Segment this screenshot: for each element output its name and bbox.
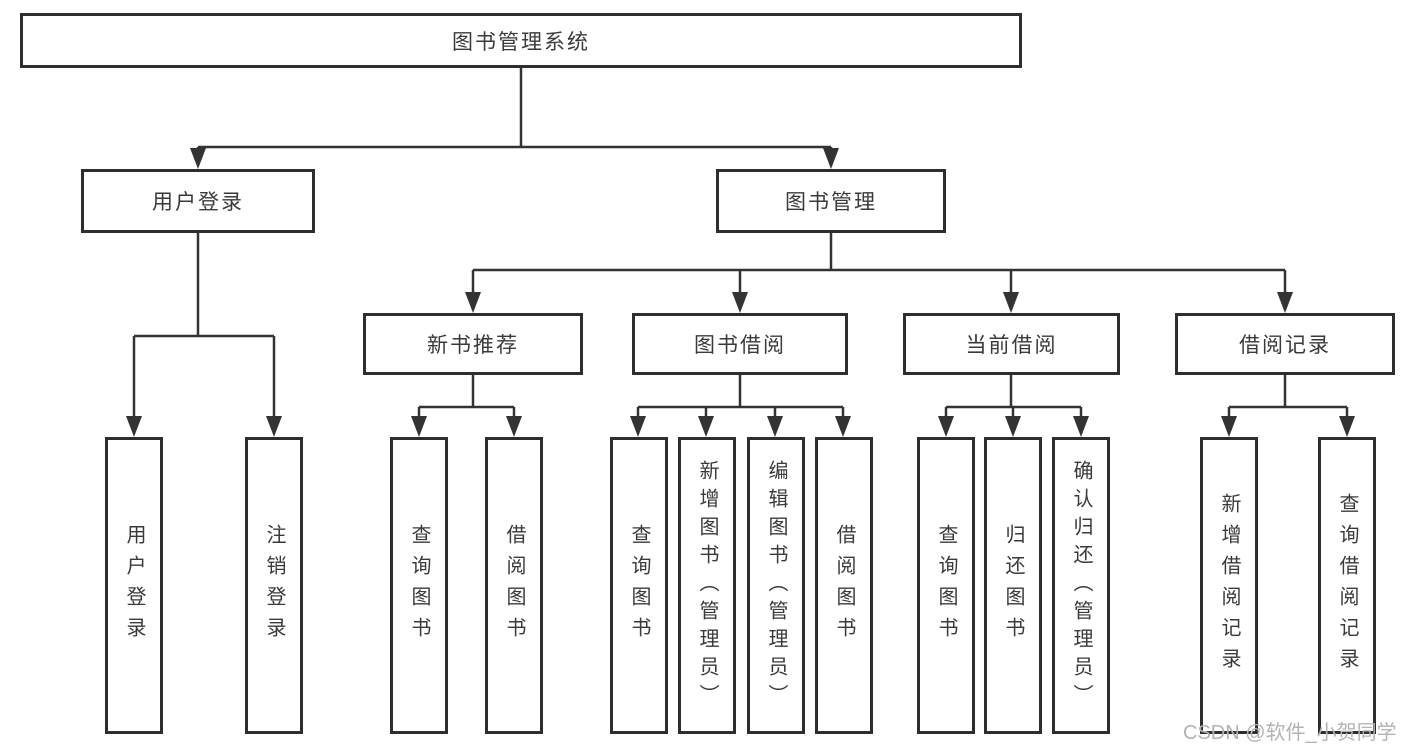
node-leaf-return-books: 归还图书 bbox=[984, 437, 1042, 734]
csdn-watermark: CSDN @软件_小贺同学 bbox=[1183, 722, 1397, 744]
node-book-management: 图书管理 bbox=[716, 169, 946, 233]
node-leaf-logout: 注销登录 bbox=[245, 437, 303, 734]
node-leaf-borrow-books-1: 借阅图书 bbox=[485, 437, 543, 734]
node-leaf-query-books-2: 查询图书 bbox=[610, 437, 668, 734]
node-label: 查询图书 bbox=[628, 523, 650, 648]
node-label: 用户登录 bbox=[123, 523, 145, 648]
node-user-login: 用户登录 bbox=[81, 169, 315, 233]
arrowhead-icons bbox=[126, 148, 1355, 437]
node-borrow-records: 借阅记录 bbox=[1175, 313, 1395, 375]
node-label: 查询借阅记录 bbox=[1336, 492, 1358, 679]
node-label: 注销登录 bbox=[263, 523, 285, 648]
node-label: 查询图书 bbox=[935, 523, 957, 648]
node-label: 借阅图书 bbox=[833, 523, 855, 648]
node-leaf-edit-books-admin: 编辑图书（管理员） bbox=[747, 437, 805, 734]
node-leaf-user-login: 用户登录 bbox=[105, 437, 163, 734]
node-label: 编辑图书（管理员） bbox=[765, 459, 787, 712]
node-leaf-add-books-admin: 新增图书（管理员） bbox=[678, 437, 736, 734]
node-leaf-query-books-1: 查询图书 bbox=[390, 437, 448, 734]
node-leaf-borrow-books-2: 借阅图书 bbox=[815, 437, 873, 734]
node-new-book-recommend: 新书推荐 bbox=[363, 313, 583, 375]
node-label: 确认归还（管理员） bbox=[1070, 459, 1092, 712]
node-label: 归还图书 bbox=[1002, 523, 1024, 648]
node-label: 新增借阅记录 bbox=[1218, 492, 1240, 679]
node-current-borrow: 当前借阅 bbox=[903, 313, 1120, 375]
node-leaf-query-borrow-record: 查询借阅记录 bbox=[1318, 437, 1376, 734]
node-leaf-confirm-return-admin: 确认归还（管理员） bbox=[1052, 437, 1110, 734]
node-leaf-add-borrow-record: 新增借阅记录 bbox=[1200, 437, 1258, 734]
node-book-borrow: 图书借阅 bbox=[632, 313, 848, 375]
node-label: 新增图书（管理员） bbox=[696, 459, 718, 712]
node-label: 借阅图书 bbox=[503, 523, 525, 648]
node-label: 查询图书 bbox=[408, 523, 430, 648]
node-library-system: 图书管理系统 bbox=[20, 13, 1022, 68]
node-leaf-query-books-3: 查询图书 bbox=[917, 437, 975, 734]
